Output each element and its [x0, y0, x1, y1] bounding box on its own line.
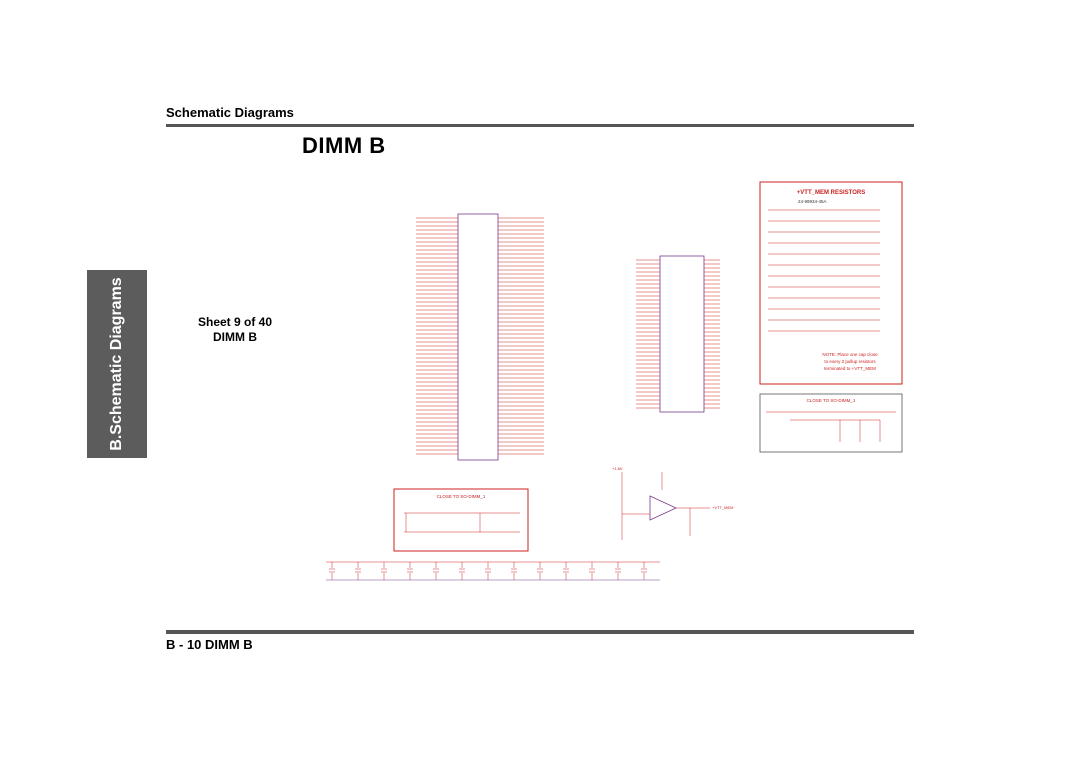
- sheet-name: DIMM B: [213, 330, 257, 344]
- vtt-note-2: to every 2 pullup resistors: [824, 359, 876, 364]
- section-title: Schematic Diagrams: [166, 105, 294, 120]
- vtt-resistor-box: +VTT_MEM RESISTORS 24-99934-45A NOTE: Pl…: [759, 181, 903, 385]
- dimm-connector-a: [416, 213, 544, 461]
- net-vtt-label: +VTT_MEM: [712, 505, 733, 510]
- net-1v8-label: +1.8V: [612, 466, 623, 471]
- part-label: 24-99934-45A: [798, 199, 827, 204]
- close-box-right-title: CLOSE TO SO-DIMM_1: [807, 398, 856, 403]
- close-box-left: CLOSE TO SO-DIMM_1: [393, 488, 529, 552]
- sheet-info: Sheet 9 of 40 DIMM B: [180, 315, 290, 345]
- dimm-connector-b: [636, 255, 720, 413]
- vtt-box-title: +VTT_MEM RESISTORS: [797, 190, 865, 196]
- footer-label: B - 10 DIMM B: [166, 637, 253, 652]
- side-tab: B.Schematic Diagrams: [87, 270, 147, 458]
- footer-rule: [166, 630, 914, 634]
- close-box-left-title: CLOSE TO SO-DIMM_1: [437, 494, 486, 499]
- page-title: DIMM B: [302, 133, 386, 158]
- close-box-right: CLOSE TO SO-DIMM_1: [759, 393, 903, 453]
- side-tab-label: B.Schematic Diagrams: [108, 277, 125, 451]
- vtt-regulator: +1.8V +VTT_MEM: [612, 466, 733, 540]
- sheet-line: Sheet 9 of 40: [197, 315, 273, 329]
- decoupling-cap-row: [326, 561, 660, 581]
- schematic-drawing: +VTT_MEM RESISTORS 24-99934-45A NOTE: Pl…: [326, 181, 903, 581]
- header-rule: [166, 124, 914, 127]
- vtt-note-3: terminated to +VTT_MEM: [824, 366, 876, 371]
- vtt-note-1: NOTE: Place one cap close: [822, 352, 878, 357]
